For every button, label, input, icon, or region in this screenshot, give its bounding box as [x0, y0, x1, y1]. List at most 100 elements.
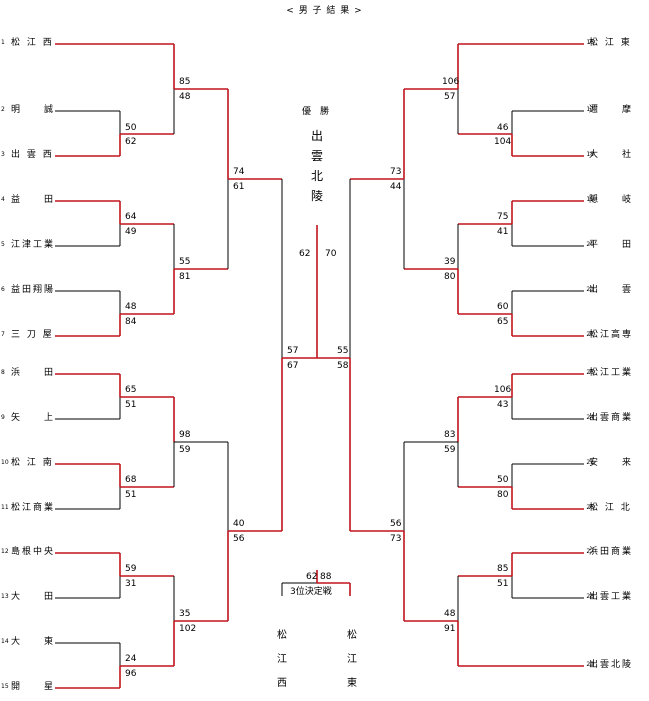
score: 51	[497, 579, 509, 589]
score: 48	[179, 92, 191, 102]
score: 55	[179, 257, 191, 267]
score: 57	[444, 92, 456, 102]
score: 60	[497, 302, 509, 312]
seed-number: 4	[1, 196, 5, 203]
champion-char: 北	[310, 169, 323, 183]
team-char: 松	[277, 630, 287, 641]
score: 46	[497, 123, 509, 133]
champion-char: 雲	[310, 149, 323, 163]
team-name: 隠 岐	[589, 195, 634, 205]
score: 80	[444, 272, 456, 282]
page-title: < 男 子 結 果 >	[286, 6, 363, 16]
score: 65	[497, 317, 509, 327]
team-name: 松江工業	[589, 368, 634, 378]
score: 67	[287, 361, 299, 371]
score: 55	[337, 346, 349, 356]
seed-number: 9	[1, 414, 5, 421]
score: 70	[325, 249, 337, 259]
team-char: 東	[347, 678, 357, 689]
seed-number: 24	[586, 414, 594, 421]
score: 57	[287, 346, 299, 356]
seed-number: 3	[1, 151, 5, 158]
score: 41	[497, 227, 509, 237]
team-name: 出雲商業	[589, 413, 634, 423]
team-name: 邇 摩	[589, 105, 634, 115]
team-name: 松 江 西	[11, 38, 54, 48]
team-name: 浜田商業	[589, 547, 634, 557]
seed-number: 15	[1, 683, 9, 690]
seed-number: 20	[586, 241, 594, 248]
score: 88	[320, 572, 332, 582]
score: 102	[179, 624, 197, 634]
seed-number: 26	[586, 504, 594, 511]
team-name: 松 江 東	[589, 38, 632, 48]
score: 62	[125, 137, 137, 147]
score: 35	[179, 609, 191, 619]
score: 64	[125, 212, 137, 222]
seed-number: 17	[586, 106, 594, 113]
seed-number: 29	[586, 661, 594, 668]
team-name: 大 社	[589, 150, 634, 160]
score: 80	[497, 490, 509, 500]
team-char: 西	[277, 678, 287, 689]
seed-number: 27	[586, 548, 594, 555]
seed-number: 2	[1, 106, 5, 113]
score: 50	[497, 475, 509, 485]
team-name: 平 田	[589, 240, 634, 250]
seed-number: 6	[1, 286, 5, 293]
team-name: 開 星	[11, 682, 56, 692]
score: 83	[444, 430, 456, 440]
score: 58	[337, 361, 349, 371]
score: 74	[233, 167, 245, 177]
seed-number: 14	[1, 638, 9, 645]
team-char: 江	[347, 654, 357, 665]
team-name: 安 来	[589, 458, 634, 468]
score: 106	[494, 385, 512, 395]
score: 68	[125, 475, 137, 485]
seed-number: 11	[1, 504, 9, 511]
score: 96	[125, 669, 137, 679]
seed-number: 16	[586, 39, 594, 46]
team-name: 大 田	[11, 592, 56, 602]
score: 62	[299, 249, 311, 259]
team-name: 明 誠	[11, 105, 56, 115]
score: 75	[497, 212, 509, 222]
score: 59	[179, 445, 191, 455]
score: 85	[497, 564, 509, 574]
score: 24	[125, 654, 137, 664]
score: 61	[233, 182, 245, 192]
score: 106	[442, 77, 460, 87]
champion-label: 優 勝	[302, 107, 330, 117]
team-name: 矢 上	[11, 413, 56, 423]
score: 98	[179, 430, 191, 440]
score: 73	[390, 167, 402, 177]
score: 51	[125, 490, 137, 500]
score: 85	[179, 77, 191, 87]
team-name: 松 江 北	[589, 503, 632, 513]
team-name: 三 刀 屋	[11, 330, 54, 340]
champion-name: 出雲北陵	[310, 126, 324, 206]
score: 43	[497, 400, 509, 410]
seed-number: 23	[586, 369, 594, 376]
seed-number: 13	[1, 593, 9, 600]
team-name: 出 雲	[589, 285, 634, 295]
score: 31	[125, 579, 137, 589]
score: 59	[444, 445, 456, 455]
score: 65	[125, 385, 137, 395]
score: 51	[125, 400, 137, 410]
seed-number: 22	[586, 331, 594, 338]
score: 50	[125, 123, 137, 133]
score: 62	[306, 572, 318, 582]
third-place-label: 3位決定戦	[290, 587, 332, 597]
seed-number: 18	[586, 151, 594, 158]
score: 59	[125, 564, 137, 574]
team-name: 松 江 南	[11, 458, 54, 468]
team-name: 益 田	[11, 195, 56, 205]
score: 49	[125, 227, 137, 237]
seed-number: 21	[586, 286, 594, 293]
score: 104	[494, 137, 512, 147]
seed-number: 8	[1, 369, 5, 376]
score: 44	[390, 182, 402, 192]
score: 73	[390, 534, 402, 544]
team-name: 江津工業	[11, 240, 56, 250]
